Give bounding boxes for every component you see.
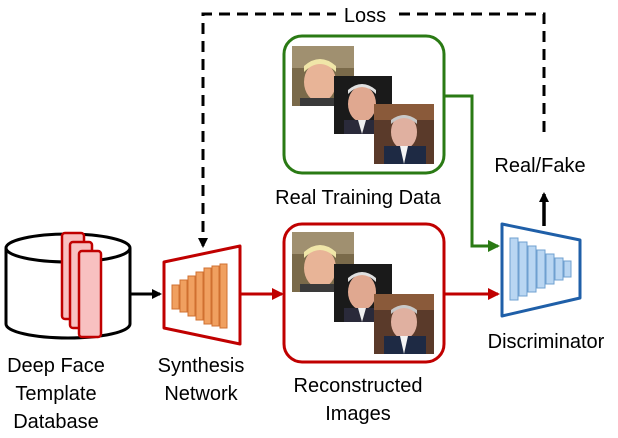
- real-training-data-label: Real Training Data: [275, 187, 442, 209]
- deep-face-label-line2: Template: [15, 383, 96, 405]
- reconstructed-images-box: [282, 222, 446, 364]
- blue-layer-stack-icon: [509, 237, 572, 301]
- discriminator-block: [500, 222, 582, 318]
- loss-label: Loss: [344, 5, 386, 27]
- deep-face-label-line1: Deep Face: [7, 355, 105, 377]
- deep-face-label-line3: Database: [13, 411, 99, 433]
- loss-label-bg: [336, 2, 394, 26]
- real-fake-label: Real/Fake: [494, 155, 585, 177]
- face-photo-icon: [334, 264, 392, 322]
- synthesis-label-line2: Network: [164, 383, 238, 405]
- discriminator-label: Discriminator: [488, 331, 605, 353]
- orange-layer-stack-icon: [171, 263, 228, 329]
- real-training-data-box: [282, 34, 446, 175]
- reconstructed-label-line2: Images: [325, 403, 391, 425]
- synthesis-label-line1: Synthesis: [158, 355, 245, 377]
- database-cylinder-icon: [4, 231, 132, 340]
- real-data-to-discriminator-arrow: [444, 94, 500, 252]
- face-photo-icon: [374, 104, 434, 164]
- synthesis-network-block: [162, 244, 242, 346]
- face-photo-icon: [374, 294, 434, 354]
- template-stack-icon: [60, 231, 103, 339]
- loss-feedback-loop: Loss: [198, 2, 546, 248]
- reconstructed-label-line1: Reconstructed: [294, 375, 423, 397]
